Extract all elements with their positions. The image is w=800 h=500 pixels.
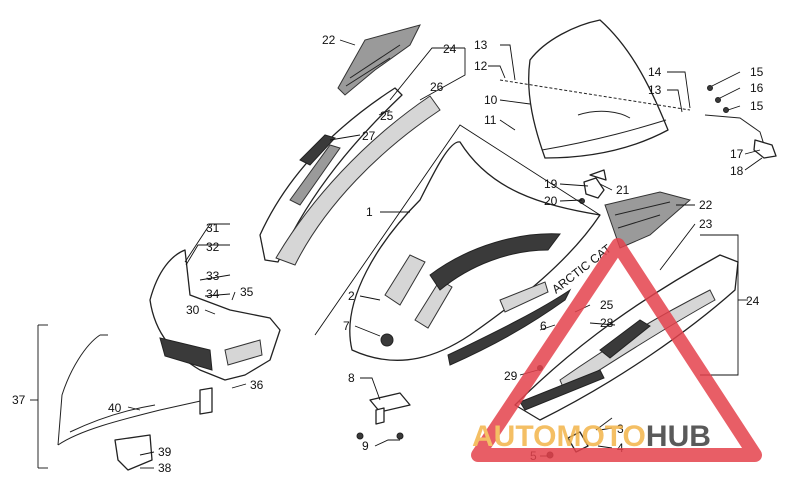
callout-label: 13 xyxy=(648,83,662,97)
hood-mount-brackets xyxy=(356,392,411,440)
callout-label: 24 xyxy=(746,294,760,308)
callout-label: 22 xyxy=(322,33,336,47)
callout-label: 3 xyxy=(617,422,624,436)
callout-label: 9 xyxy=(362,439,369,453)
bumper-frame xyxy=(57,334,213,471)
leader-lines xyxy=(30,39,763,469)
watermark-text: AUTOMOTOHUB xyxy=(472,420,711,453)
watermark-hub: HUB xyxy=(646,420,711,453)
callout-label: 35 xyxy=(240,285,254,299)
callout-label: 29 xyxy=(504,369,518,383)
windshield-bracket xyxy=(579,169,607,204)
intake-grille-top xyxy=(337,24,421,96)
callout-label: 23 xyxy=(699,217,713,231)
callout-label: 19 xyxy=(544,177,558,191)
callout-labels: 1 2 3 4 5 6 7 8 9 10 11 12 13 13 14 15 1… xyxy=(12,33,764,475)
callout-label: 11 xyxy=(484,113,497,127)
callout-label: 6 xyxy=(540,319,547,333)
callout-label: 25 xyxy=(600,298,614,312)
windshield xyxy=(499,19,691,159)
callout-label: 31 xyxy=(206,221,220,235)
hood: ARCTIC CAT xyxy=(349,141,614,366)
watermark-moto: MOTO xyxy=(556,420,645,453)
callout-label: 22 xyxy=(699,198,713,212)
callout-label: 2 xyxy=(348,289,355,303)
callout-label: 8 xyxy=(348,371,355,385)
callout-label: 28 xyxy=(600,316,614,330)
callout-label: 17 xyxy=(730,147,744,161)
callout-label: 21 xyxy=(616,183,630,197)
watermark-triangle-icon xyxy=(471,238,762,462)
callout-label: 30 xyxy=(186,303,200,317)
left-side-panel xyxy=(259,87,441,266)
callout-label: 38 xyxy=(158,461,172,475)
callout-label: 33 xyxy=(206,269,220,283)
front-nose xyxy=(149,249,281,381)
callout-label: 15 xyxy=(750,99,764,113)
callout-label: 25 xyxy=(380,109,394,123)
callout-label: 37 xyxy=(12,393,26,407)
watermark-auto: AUTO xyxy=(472,420,556,453)
callout-label: 1 xyxy=(366,205,373,219)
callout-label: 39 xyxy=(158,445,172,459)
callout-label: 24 xyxy=(443,42,457,56)
callout-label: 7 xyxy=(343,319,350,333)
callout-label: 26 xyxy=(430,80,444,94)
callout-label: 32 xyxy=(206,240,220,254)
callout-label: 15 xyxy=(750,65,764,79)
callout-label: 18 xyxy=(730,164,744,178)
callout-label: 10 xyxy=(484,93,498,107)
callout-label: 12 xyxy=(474,59,488,73)
callout-label: 40 xyxy=(108,401,122,415)
callout-label: 34 xyxy=(206,287,220,301)
callout-label: 13 xyxy=(474,38,488,52)
callout-label: 14 xyxy=(648,65,662,79)
callout-label: 16 xyxy=(750,81,764,95)
callout-label: 27 xyxy=(362,129,376,143)
callout-label: 36 xyxy=(250,378,264,392)
mirror-assembly xyxy=(704,85,777,159)
right-side-panel xyxy=(514,254,739,421)
callout-label: 20 xyxy=(544,194,558,208)
watermark: AUTOMOTOHUB xyxy=(471,238,762,462)
